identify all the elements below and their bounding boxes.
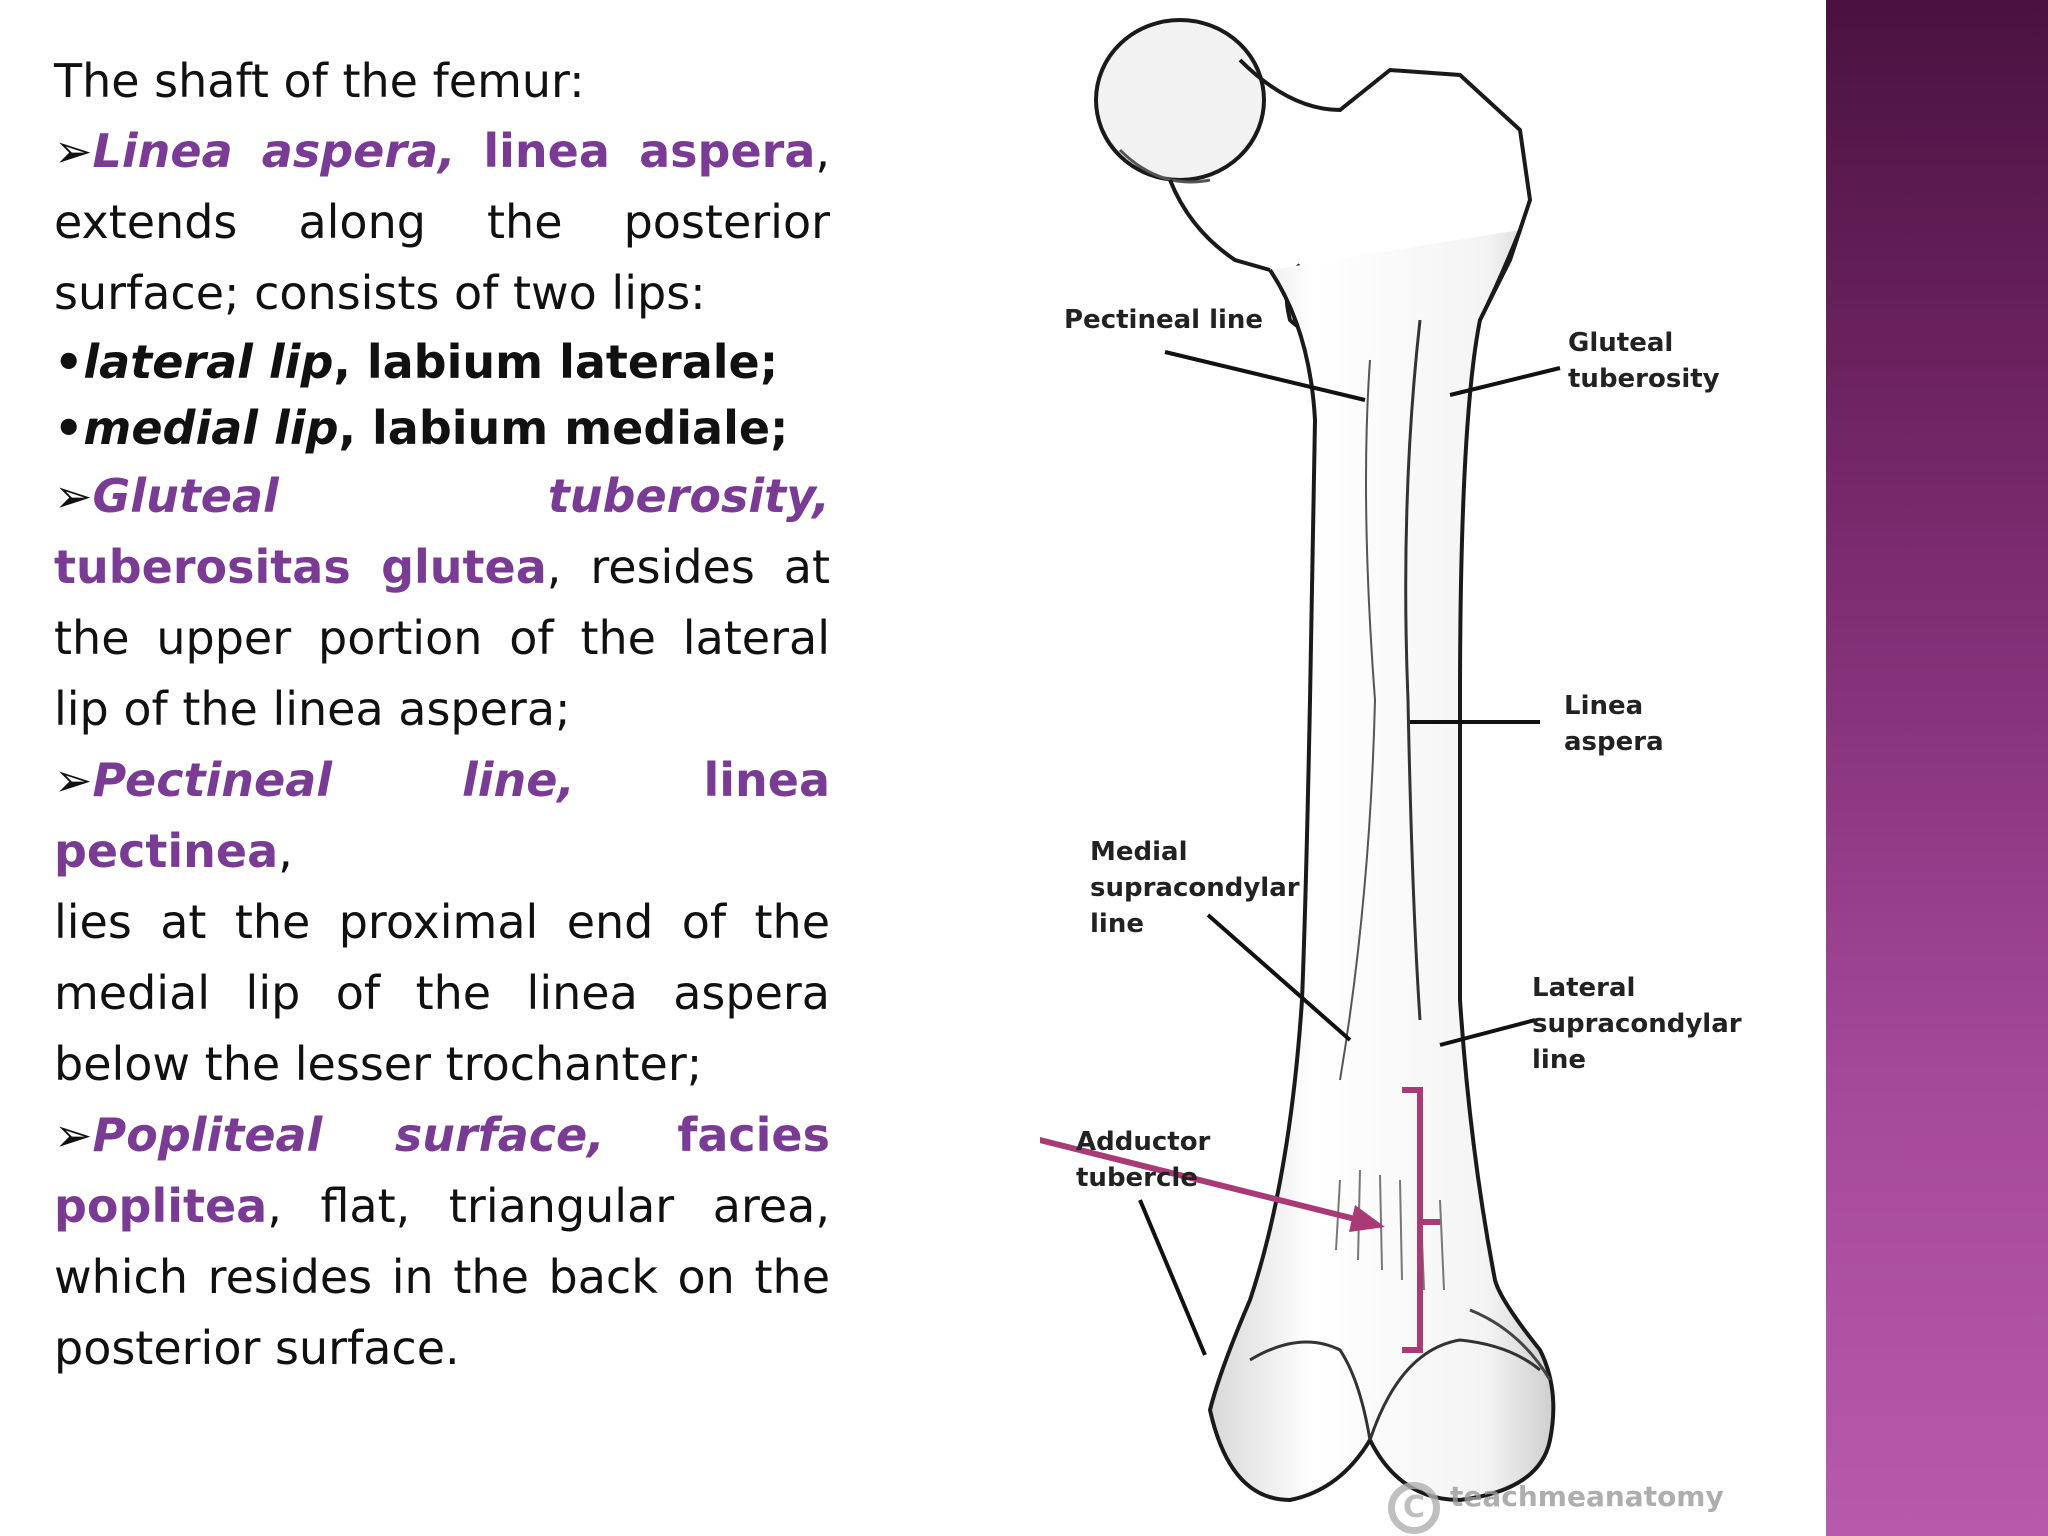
term-gluteal: Gluteal	[92, 469, 279, 523]
term-linea-aspera: Linea aspera,	[92, 124, 456, 178]
item-gluteal-line2: tuberositas glutea, resides at	[54, 532, 830, 603]
arrow-bullet-icon: ➢	[54, 469, 93, 523]
item-gluteal-desc3: lip of the linea aspera;	[54, 682, 571, 736]
latin-linea-pectinea: linea pectinea	[54, 753, 830, 878]
slide-heading: The shaft of the femur:	[54, 54, 585, 108]
punct: ,	[278, 824, 293, 878]
desc-popliteal-first: , flat, triangular area,	[267, 1179, 830, 1233]
decorative-side-band	[1826, 0, 2048, 1536]
latin-facies: facies	[677, 1108, 830, 1162]
item-popliteal-desc2: which resides in the back on the	[54, 1250, 830, 1304]
label-adductor-tubercle: Adductor tubercle	[1076, 1127, 1211, 1193]
label-medial-supracondylar-line: Medial supracondylar line	[1090, 837, 1300, 939]
arrow-head-icon	[1349, 1205, 1385, 1232]
item-linea-aspera-line1: ➢Linea aspera, linea aspera,	[54, 116, 830, 187]
leader-lines	[1138, 350, 1561, 1356]
item-linea-aspera-desc2: surface; consists of two lips:	[54, 266, 706, 320]
femoral-head	[1094, 18, 1266, 182]
arrow-bullet-icon: ➢	[54, 1108, 93, 1162]
linea-aspera-line	[1404, 319, 1422, 1021]
copyright-icon: C	[1388, 1482, 1440, 1534]
femur-drawing	[851, 18, 1561, 1503]
item-popliteal-desc3: posterior surface.	[54, 1321, 460, 1375]
item-pectineal-desc3: below the lesser trochanter;	[54, 1037, 703, 1091]
item-lateral-lip: •lateral lip, labium laterale;	[54, 329, 830, 395]
item-popliteal-line2: poplitea, flat, triangular area,	[54, 1171, 830, 1242]
term-medial-lip: medial lip	[83, 401, 339, 455]
item-gluteal-line1: ➢Gluteal tuberosity,	[54, 461, 830, 532]
term-surface: surface,	[394, 1108, 605, 1162]
popliteal-bracket	[1402, 1087, 1440, 1353]
watermark-text: teachmeanatomy	[1450, 1480, 1724, 1513]
desc-gluteal-first: , resides at	[546, 540, 830, 594]
item-linea-aspera-desc1: extends along the posterior	[54, 195, 830, 249]
item-popliteal-line1: ➢Popliteal surface, facies	[54, 1100, 830, 1171]
arrow-bullet-icon: ➢	[54, 753, 93, 807]
term-lateral-lip: lateral lip	[83, 335, 334, 389]
item-pectineal-desc1: lies at the proximal end of the	[54, 895, 830, 949]
label-linea-aspera: Linea aspera	[1564, 691, 1664, 757]
latin-labium-laterale: , labium laterale;	[333, 335, 779, 389]
femur-figure: Pectineal line Gluteal tuberosity Linea …	[851, 0, 1826, 1536]
greater-trochanter	[1238, 58, 1533, 321]
femur-shaft	[1207, 229, 1556, 1503]
slide-text: The shaft of the femur: ➢Linea aspera, l…	[54, 46, 830, 1384]
dot-bullet-icon: •	[54, 401, 84, 455]
term-pectineal-line: Pectineal line,	[92, 753, 575, 807]
dot-bullet-icon: •	[54, 335, 84, 389]
arrow-bullet-icon: ➢	[54, 124, 93, 178]
label-gluteal-tuberosity: Gluteal tuberosity	[1568, 328, 1720, 394]
item-gluteal-desc2: the upper portion of the lateral	[54, 611, 830, 665]
latin-linea-aspera: linea aspera	[483, 124, 816, 178]
term-popliteal: Popliteal	[92, 1108, 323, 1162]
term-tuberosity: tuberosity,	[547, 469, 830, 523]
latin-labium-mediale: , labium mediale;	[338, 401, 789, 455]
item-pectineal-desc2: medial lip of the linea aspera	[54, 966, 830, 1020]
label-pectineal-line: Pectineal line	[1064, 305, 1264, 335]
item-medial-lip: •medial lip, labium mediale;	[54, 395, 830, 461]
punct: ,	[815, 124, 830, 178]
label-lateral-supracondylar-line: Lateral supracondylar line	[1532, 973, 1742, 1075]
item-pectineal-line1: ➢Pectineal line, linea pectinea,	[54, 745, 830, 887]
latin-poplitea: poplitea	[54, 1179, 268, 1233]
latin-tuberositas-glutea: tuberositas glutea	[54, 540, 547, 594]
